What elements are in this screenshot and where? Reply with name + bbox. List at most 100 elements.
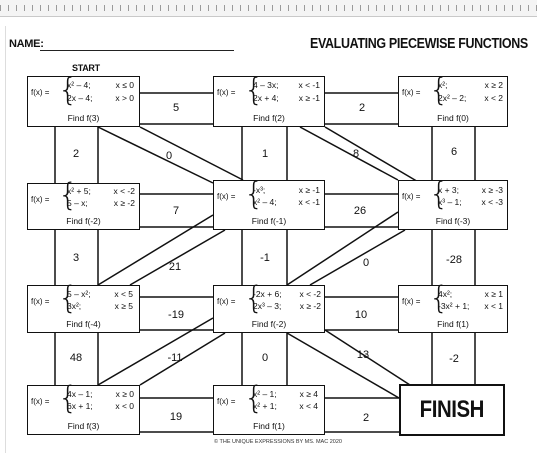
answer-label: 0: [165, 150, 173, 162]
find-prompt: Find f(-2): [66, 216, 101, 226]
ruler: [0, 0, 537, 17]
function-label: f(x) =: [402, 297, 421, 306]
case-expression: x² – 4;: [253, 197, 277, 207]
find-prompt: Find f(3): [67, 421, 100, 431]
maze-cell-4: f(x) = { x² + 5; x < -2 5 – x; x ≥ -2 Fi…: [27, 177, 140, 230]
brace-symbol: {: [429, 176, 449, 212]
answer-label: 13: [356, 349, 370, 361]
function-label: f(x) =: [31, 297, 50, 306]
case-expression: 5 – x;: [67, 198, 88, 208]
case-condition: x < 5: [114, 289, 133, 299]
maze-cell-10: f(x) = { 4x – 1; x ≥ 0 6x + 1; x < 0 Fin…: [27, 380, 140, 435]
case-condition: x ≥ 0: [115, 389, 134, 399]
brace-symbol: {: [58, 380, 78, 416]
case-expression: x³ – 1;: [438, 197, 462, 207]
case-condition: x < 2: [484, 93, 503, 103]
copyright-footer: © THE UNIQUE EXPRESSIONS BY MS. MAC 2020: [214, 439, 342, 445]
case-condition: x ≥ 1: [484, 289, 503, 299]
worksheet-title: EVALUATING PIECEWISE FUNCTIONS: [310, 36, 528, 52]
case-expression: -2x + 6;: [253, 289, 282, 299]
brace-symbol: {: [244, 280, 264, 316]
brace-symbol: {: [58, 280, 78, 316]
name-label: NAME:: [9, 38, 44, 50]
case-expression: 2x² – 2;: [438, 93, 467, 103]
case-expression: -x³;: [253, 185, 266, 195]
answer-label: 2: [72, 148, 80, 160]
find-prompt: Find f(1): [253, 421, 285, 431]
case-expression: 4 – 3x;: [253, 80, 279, 90]
find-prompt: Find f(0): [437, 113, 469, 123]
case-condition: x ≥ -2: [113, 198, 135, 208]
answer-label: 2: [358, 102, 366, 114]
answer-label: 1: [261, 148, 269, 160]
brace-symbol: {: [58, 177, 78, 213]
find-prompt: Find f(3): [67, 113, 100, 123]
case-expression: x² – 4;: [67, 80, 91, 90]
answer-label: 3: [72, 252, 80, 264]
answer-label: 10: [354, 309, 368, 321]
answer-label: 0: [261, 352, 269, 364]
case-expression: 2x³ – 3;: [253, 301, 282, 311]
case-condition: x < -1: [298, 197, 321, 207]
case-condition: x ≥ -2: [299, 301, 321, 311]
case-expression: 2x – 4;: [67, 93, 93, 103]
function-label: f(x) =: [31, 397, 50, 406]
case-condition: x ≥ 2: [484, 80, 503, 90]
answer-label: 21: [168, 261, 182, 273]
name-line: [40, 50, 234, 51]
maze-cell-5: f(x) = { -x³; x ≥ -1 x² – 4; x < -1 Find…: [213, 176, 325, 230]
case-expression: 4x²;: [438, 289, 453, 299]
brace-symbol: {: [429, 72, 449, 108]
case-condition: x ≤ 0: [115, 80, 134, 90]
function-label: f(x) =: [217, 88, 236, 97]
maze-cell-8: f(x) = { -2x + 6; x < -2 2x³ – 3; x ≥ -2…: [213, 280, 325, 333]
case-expression: -3x² + 1;: [438, 301, 470, 311]
answer-label: 8: [352, 148, 360, 160]
answer-label: -2: [449, 353, 459, 365]
function-label: f(x) =: [402, 192, 421, 201]
brace-symbol: {: [244, 380, 264, 416]
case-condition: x < 1: [484, 301, 503, 311]
find-prompt: Find f(-2): [251, 319, 287, 329]
answer-label: -19: [168, 309, 184, 321]
finish-label: FINISH: [419, 396, 485, 423]
maze-cell-9: f(x) = { 4x²; x ≥ 1 -3x² + 1; x < 1 Find…: [398, 280, 508, 333]
function-label: f(x) =: [217, 297, 236, 306]
case-condition: x < 0: [115, 401, 134, 411]
case-condition: x < -2: [299, 289, 322, 299]
case-expression: x + 3;: [438, 185, 460, 195]
case-condition: x ≥ -3: [481, 185, 503, 195]
brace-symbol: {: [58, 72, 78, 108]
case-expression: 6x + 1;: [67, 401, 93, 411]
case-condition: x < -3: [481, 197, 504, 207]
case-expression: 3x²;: [67, 301, 82, 311]
find-prompt: Find f(-4): [66, 319, 101, 329]
find-prompt: Find f(-1): [251, 216, 287, 226]
brace-symbol: {: [244, 176, 264, 212]
find-prompt: Find f(1): [437, 319, 469, 329]
case-condition: x < -1: [298, 80, 321, 90]
maze-cell-6: f(x) = { x + 3; x ≥ -3 x³ – 1; x < -3 Fi…: [398, 176, 508, 230]
case-expression: x² + 5;: [67, 186, 91, 196]
case-expression: x² – 1;: [253, 389, 277, 399]
function-label: f(x) =: [402, 88, 421, 97]
answer-label: 48: [69, 352, 83, 364]
brace-symbol: {: [429, 280, 449, 316]
answer-label: -11: [167, 352, 183, 364]
function-label: f(x) =: [31, 195, 50, 204]
answer-label: -28: [446, 254, 462, 266]
function-label: f(x) =: [217, 397, 236, 406]
brace-symbol: {: [244, 72, 264, 108]
maze-cell-1: f(x) = { x² – 4; x ≤ 0 2x – 4; x > 0 Fin…: [27, 72, 140, 127]
answer-label: 2: [362, 412, 370, 424]
function-label: f(x) =: [31, 88, 50, 97]
case-expression: 4x – 1;: [67, 389, 93, 399]
answer-label: 26: [353, 205, 367, 217]
case-condition: x ≥ 4: [299, 389, 318, 399]
function-label: f(x) =: [217, 192, 236, 201]
start-label: START: [72, 63, 100, 73]
case-expression: x²;: [438, 80, 448, 90]
maze-cell-7: f(x) = { 5 – x²; x < 5 3x²; x ≥ 5 Find f…: [27, 280, 140, 333]
case-condition: x < 4: [299, 401, 318, 411]
